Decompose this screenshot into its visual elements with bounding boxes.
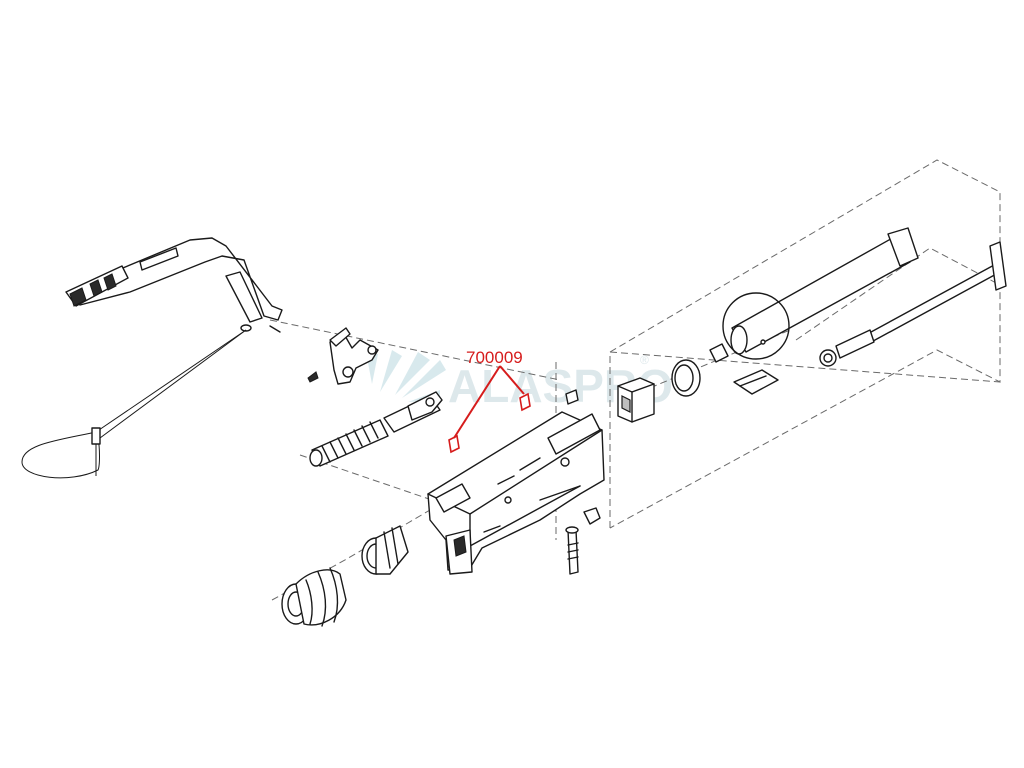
- draw-tube: [722, 227, 919, 360]
- nut-marker-left: [448, 434, 460, 454]
- hand-brake-lever: [65, 237, 283, 333]
- small-pin: [307, 371, 319, 383]
- coupling-housing: [427, 411, 605, 575]
- watermark-registered-mark: ®: [640, 353, 649, 367]
- part-number-label: 700009: [466, 348, 523, 367]
- breakaway-cable: [21, 329, 247, 479]
- half-shell-clamp: [733, 369, 779, 395]
- draw-bar: [819, 241, 1007, 367]
- bellows: [281, 567, 347, 627]
- brake-lever-linkage: [329, 327, 379, 385]
- part-callout: 700009: [453, 348, 525, 439]
- spring-damper: [309, 391, 443, 467]
- rubber-damper-block: [617, 377, 655, 423]
- lever-grip: [69, 273, 117, 307]
- bolt: [565, 526, 579, 575]
- nut-marker-right: [519, 392, 531, 412]
- lock-nut: [583, 507, 601, 525]
- ball-socket-insert: [361, 525, 409, 575]
- top-nut: [565, 389, 579, 405]
- sleeve-pin: [709, 343, 729, 363]
- bushing-ring: [671, 359, 701, 397]
